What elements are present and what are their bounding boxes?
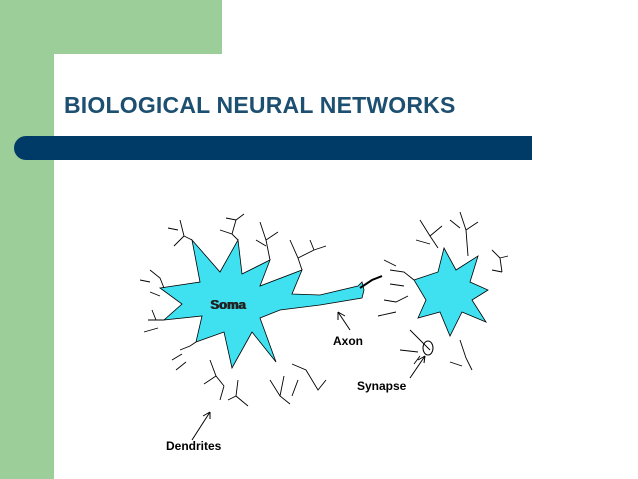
- left-dendrites: [139, 213, 327, 407]
- label-axon: Axon: [333, 334, 363, 348]
- axon-terminal: [359, 275, 383, 289]
- neuron-illustration: [139, 211, 509, 441]
- right-dendrites: [377, 211, 509, 371]
- label-synapse: Synapse: [357, 379, 407, 393]
- accent-strip: [0, 0, 54, 479]
- left-neuron-body: [158, 238, 365, 370]
- right-neuron-body: [413, 246, 489, 337]
- label-dendrites: Dendrites: [166, 439, 222, 453]
- synapse-junction: [422, 340, 434, 356]
- slide-title: BIOLOGICAL NEURAL NETWORKS: [64, 92, 456, 118]
- label-pointers: [191, 311, 426, 441]
- label-soma: Soma: [210, 297, 246, 312]
- neuron-diagram: Soma Axon Synapse Dendrites: [120, 200, 520, 470]
- title-underline-bar: [14, 136, 532, 160]
